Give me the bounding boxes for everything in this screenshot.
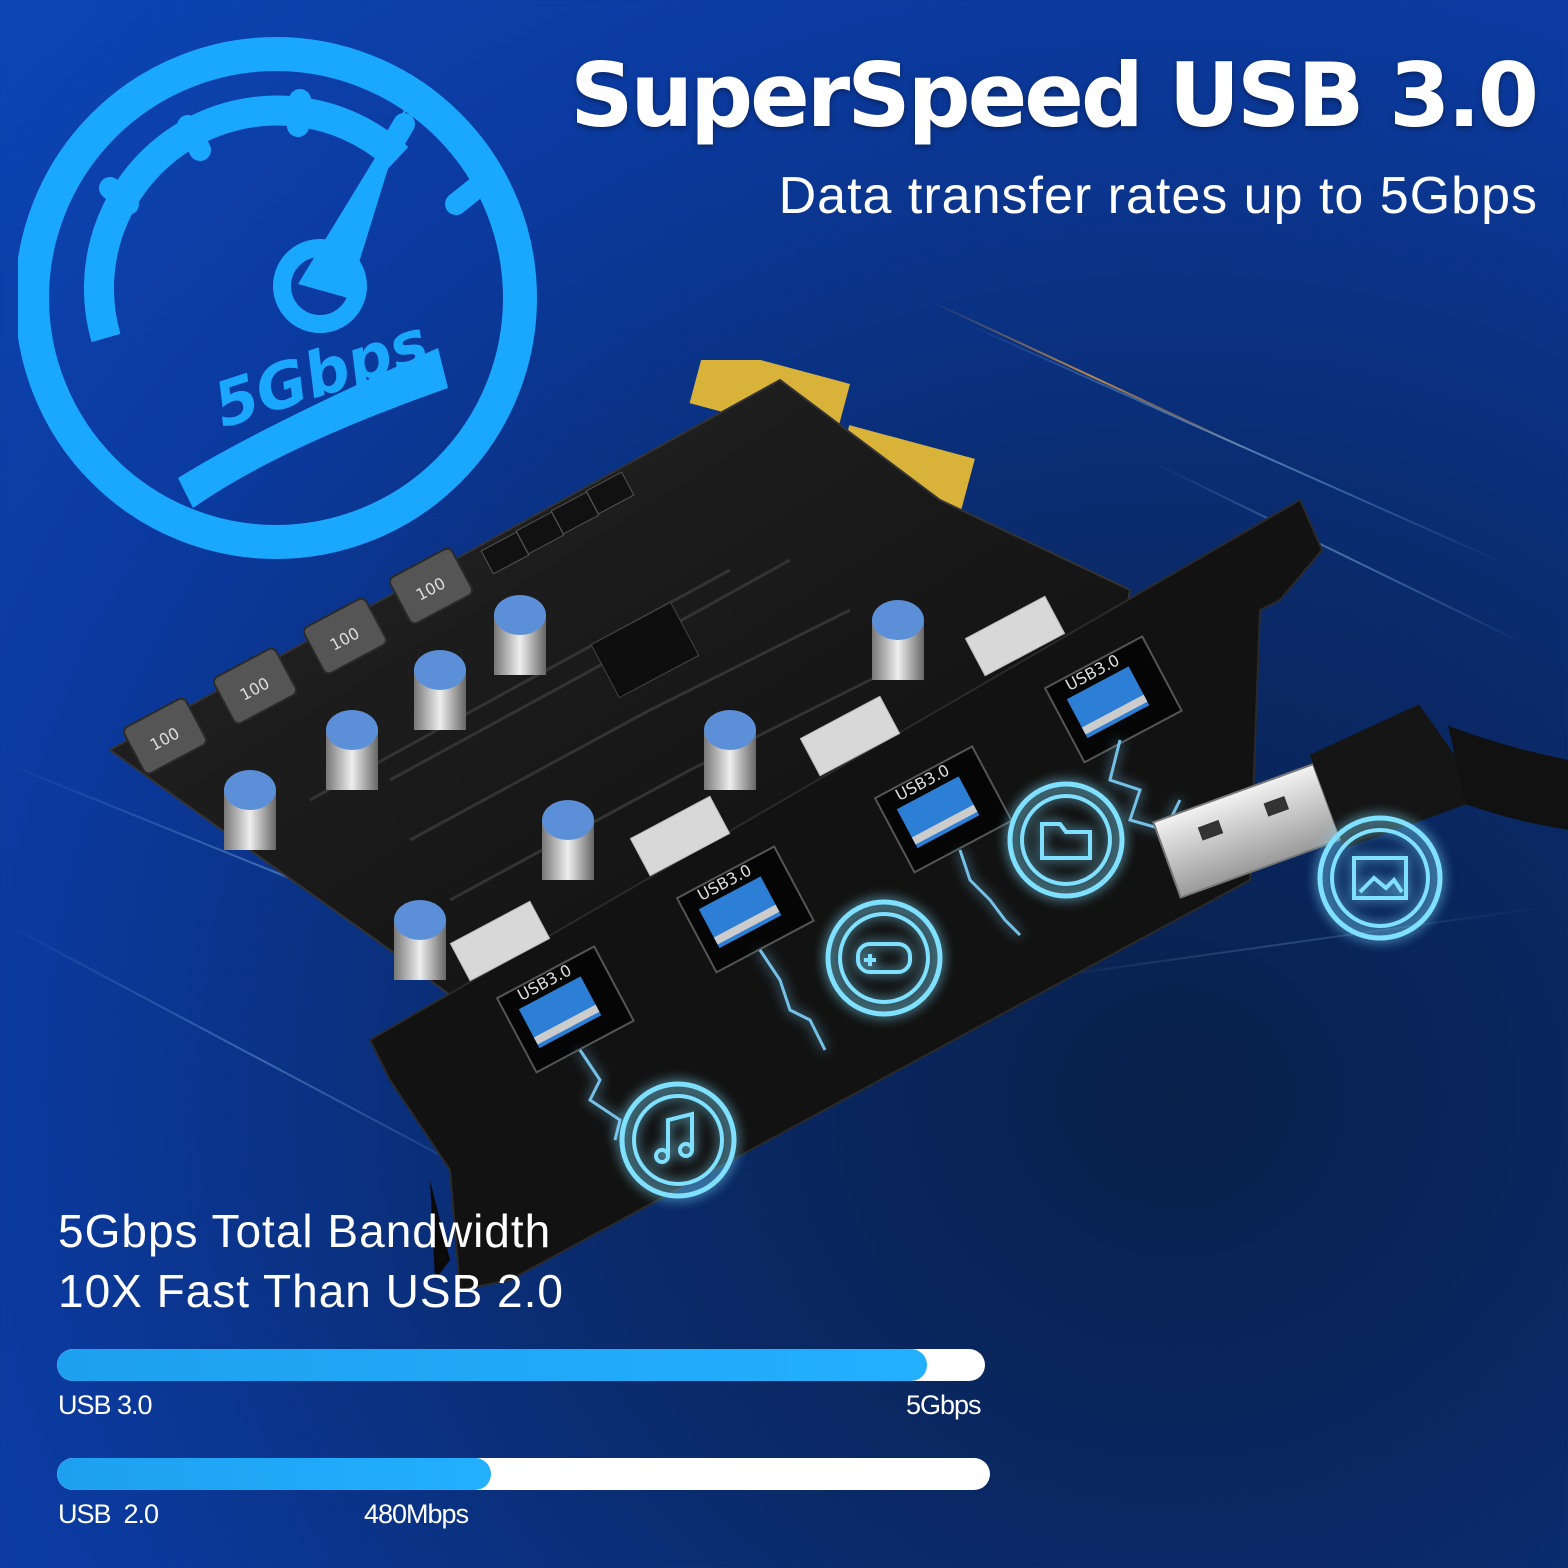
speedometer-icon: 5Gbps <box>18 37 537 559</box>
image-icon <box>1317 815 1443 941</box>
headline: SuperSpeed USB 3.0 <box>570 44 1539 147</box>
subline: Data transfer rates up to 5Gbps <box>778 167 1538 225</box>
usb2-bar-label: USB 2.0 <box>58 1499 159 1529</box>
bandwidth-line-2: 10X Fast Than USB 2.0 <box>58 1265 564 1317</box>
pcie-usb-card: 100 100 100 100 USB3.0 <box>108 360 1568 1292</box>
usb2-bar-value: 480Mbps <box>364 1499 469 1529</box>
usb-port: USB3.0 <box>495 945 635 1074</box>
usb3-speed-fill <box>57 1349 927 1381</box>
bandwidth-line-1: 5Gbps Total Bandwidth <box>58 1205 552 1257</box>
usb-plug <box>1152 704 1568 899</box>
capacitors <box>224 595 924 980</box>
usb2-speed-fill <box>57 1458 491 1490</box>
folder-icon <box>1007 781 1125 899</box>
gamepad-icon <box>825 899 943 1017</box>
music-icon <box>619 1081 737 1199</box>
usb2-speed-bar <box>57 1458 990 1490</box>
usb3-bar-label: USB 3.0 <box>58 1390 153 1420</box>
usb3-bar-value: 5Gbps <box>906 1390 982 1420</box>
controller-chip <box>590 601 700 699</box>
usb3-speed-bar <box>57 1349 985 1381</box>
